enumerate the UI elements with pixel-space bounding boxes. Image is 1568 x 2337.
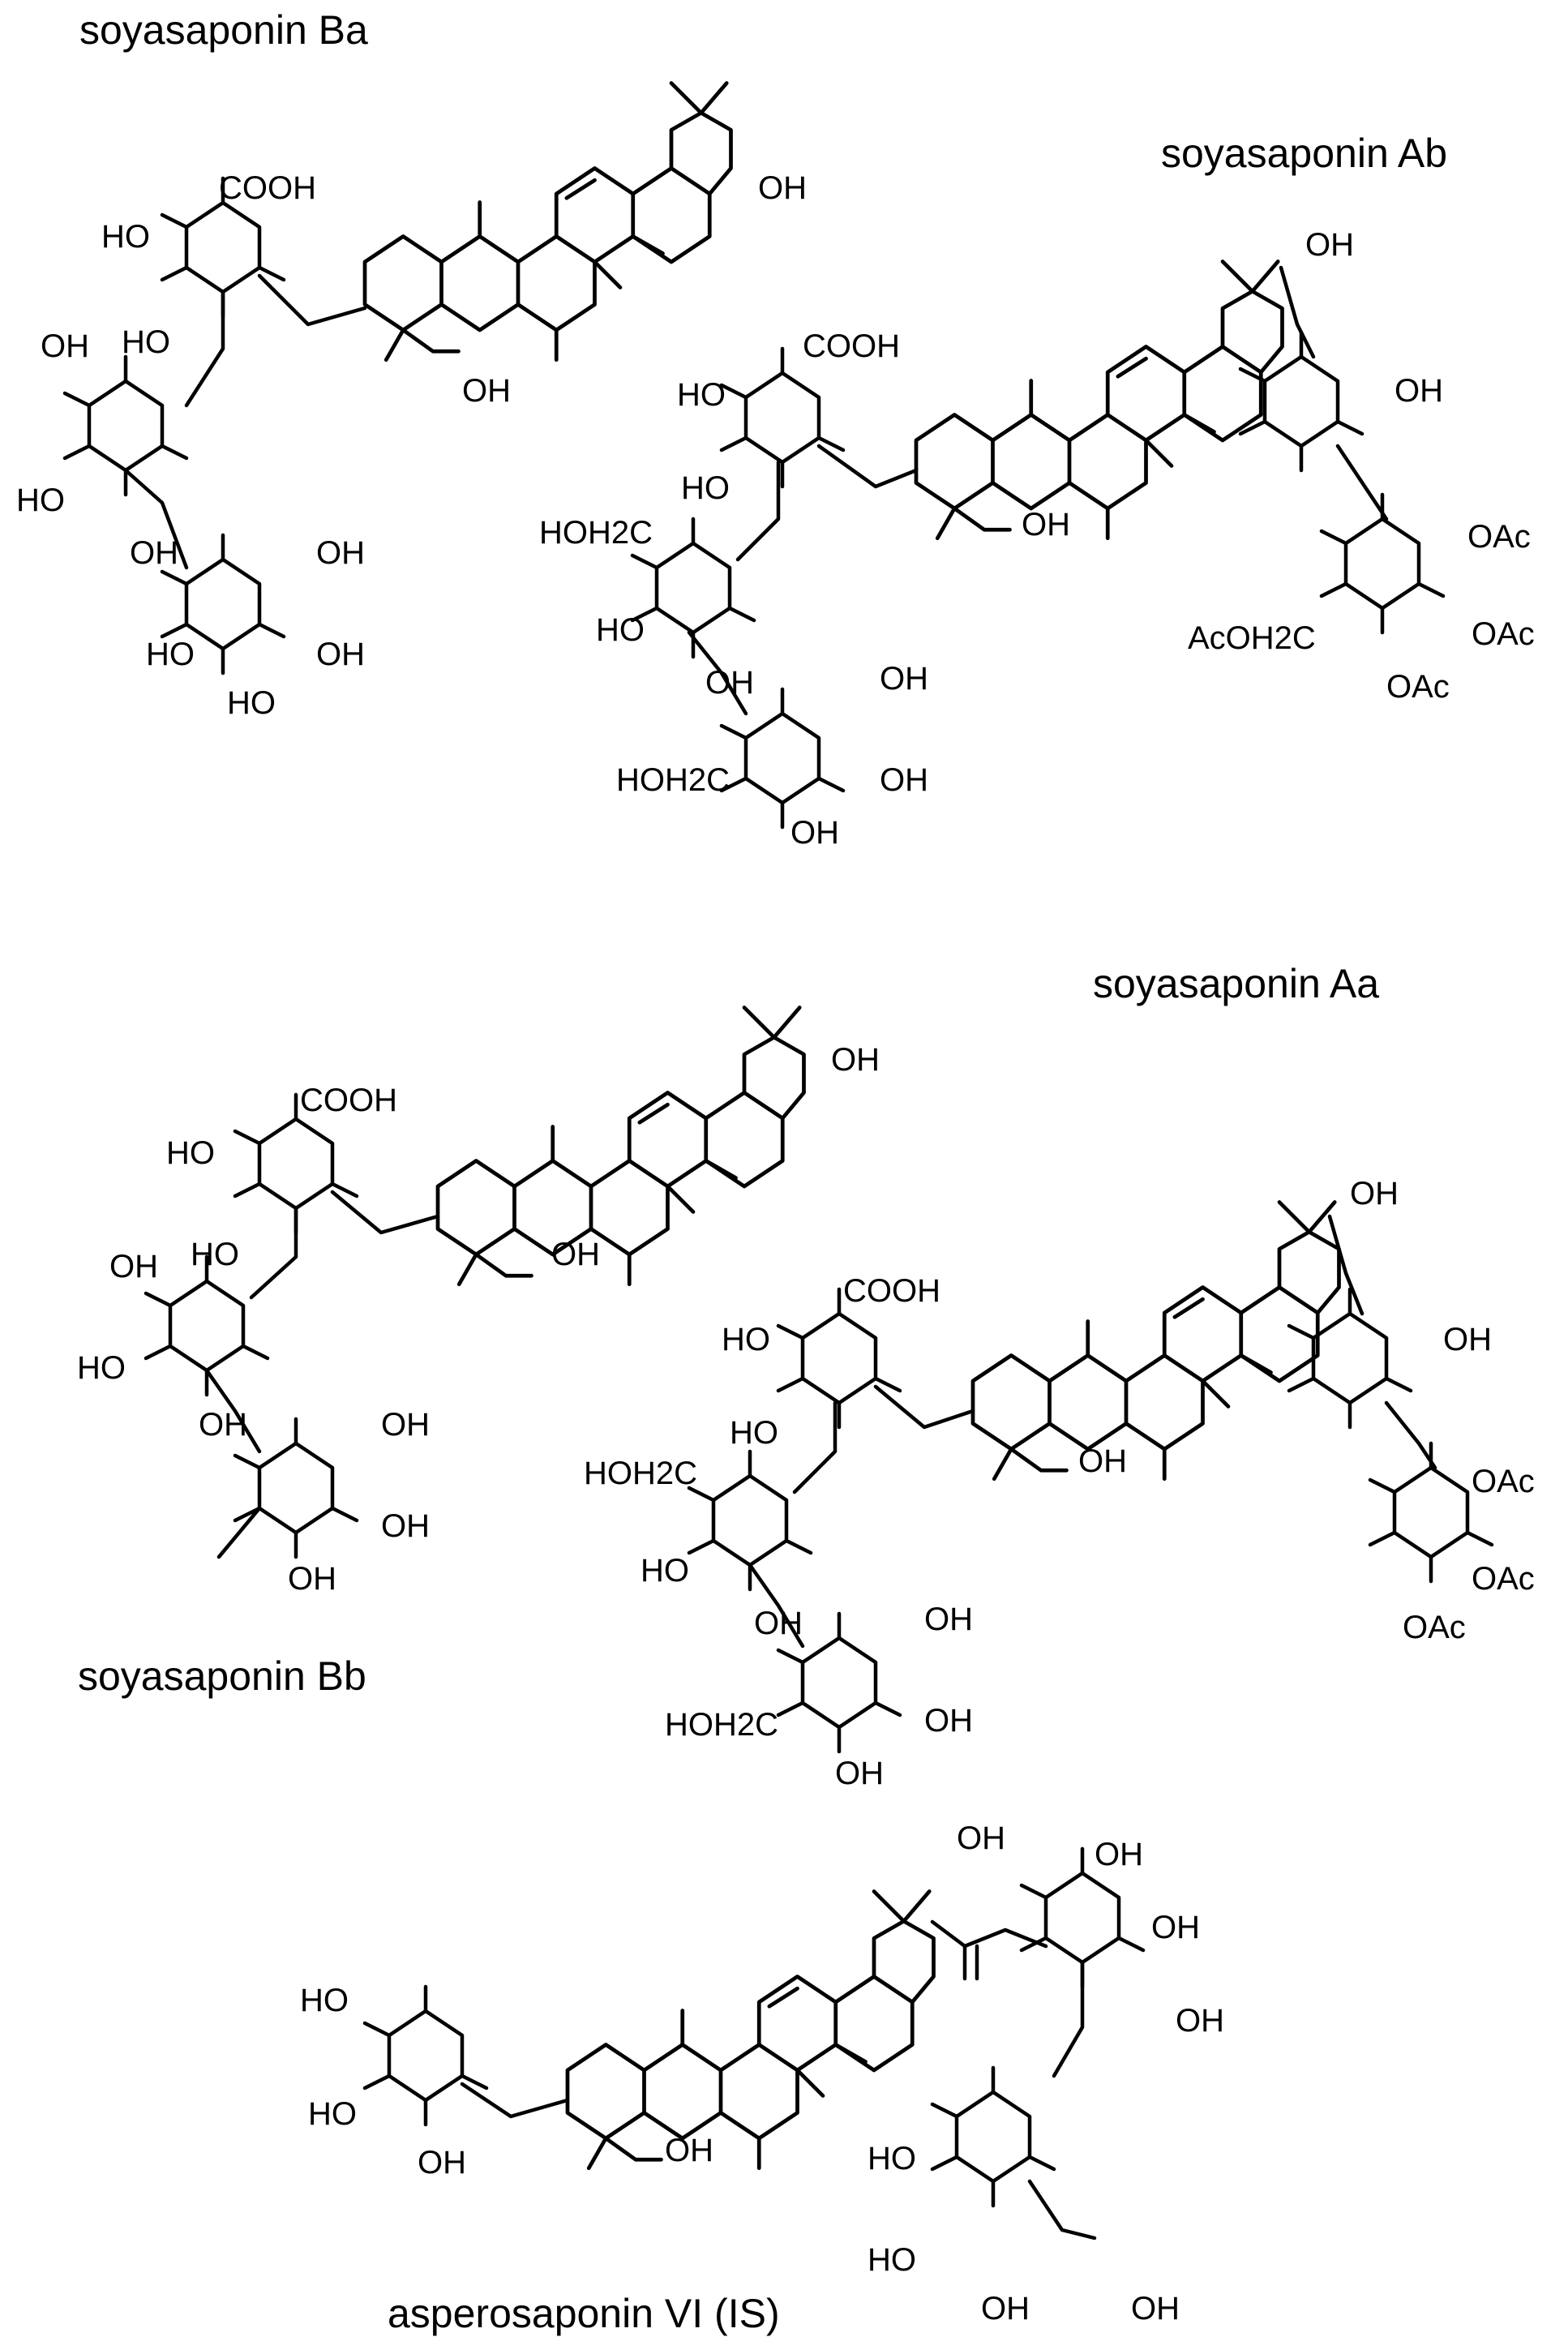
atom-label: HO [146, 637, 195, 672]
atom-label: OH [1350, 1176, 1399, 1211]
structure-soyasaponin-bb: COOH HO HO OH HO OH OH OH OH OH OH [77, 1008, 880, 1597]
atom-label: HO [300, 1983, 349, 2018]
atom-label: HO [77, 1350, 126, 1386]
atom-label: OH [665, 2133, 713, 2168]
atom-label: OAc [1472, 616, 1535, 652]
atom-label: OAc [1403, 1610, 1466, 1645]
atom-label: OH [880, 762, 928, 798]
atom-label: HO [191, 1237, 239, 1272]
atom-label: OH [957, 1820, 1005, 1856]
atom-label: OH [199, 1407, 247, 1443]
atom-label: HO [681, 470, 730, 506]
atom-label: OAc [1467, 519, 1531, 555]
atom-label: HO [166, 1135, 215, 1171]
atom-label: HO [122, 324, 170, 360]
atom-label: OH [1443, 1322, 1492, 1357]
atom-label: OH [1095, 1837, 1143, 1872]
compound-title-asperosaponin-vi: asperosaponin VI (IS) [388, 2291, 780, 2336]
atom-label: OH [381, 1407, 430, 1443]
atom-label: OH [1176, 2003, 1224, 2039]
atom-label: HO [101, 219, 150, 255]
structure-soyasaponin-aa: COOH HO HO HOH2C HO OH OH HOH2C OH OH OH… [584, 1176, 1535, 1791]
compound-title-soyasaponin-ab: soyasaponin Ab [1161, 131, 1448, 176]
atom-label: OH [754, 1606, 803, 1641]
atom-label: OAc [1386, 669, 1450, 705]
atom-label: OH [924, 1602, 973, 1637]
atom-label: OAc [1472, 1464, 1535, 1499]
atom-label: OH [924, 1703, 973, 1739]
atom-label: OH [316, 535, 365, 571]
atom-label: AcOH2C [1188, 620, 1316, 656]
atom-label: OAc [1472, 1561, 1535, 1597]
atom-label: OH [758, 170, 807, 206]
atom-label: OH [462, 373, 511, 409]
atom-label: OH [831, 1042, 880, 1078]
atom-label: OH [1078, 1443, 1127, 1479]
atom-label: HOH2C [665, 1707, 778, 1743]
atom-label: OH [418, 2145, 466, 2180]
atom-label: OH [790, 815, 839, 851]
atom-label: HO [730, 1415, 778, 1451]
structure-soyasaponin-ba: COOH HO HO OH HO OH OH HO HO OH OH OH [16, 84, 807, 721]
atom-label: HO [868, 2141, 916, 2176]
atom-label: COOH [219, 170, 316, 206]
atom-label: OH [109, 1249, 158, 1284]
compound-title-soyasaponin-aa: soyasaponin Aa [1093, 961, 1380, 1006]
structure-asperosaponin-vi: OH HO HO OH OH OH OH OH HO HO OH OH [300, 1820, 1224, 2326]
atom-label: OH [1394, 373, 1443, 409]
atom-label: HO [868, 2242, 916, 2278]
atom-label: COOH [803, 328, 900, 364]
atom-label: OH [1022, 507, 1070, 542]
atom-label: OH [130, 535, 178, 571]
atom-label: COOH [843, 1273, 940, 1309]
compound-title-soyasaponin-bb: soyasaponin Bb [78, 1653, 366, 1699]
atom-label: OH [1151, 1910, 1200, 1945]
atom-label: OH [981, 2291, 1030, 2326]
atom-label: HO [677, 377, 726, 413]
atom-label: HO [640, 1553, 689, 1589]
atom-label: OH [316, 637, 365, 672]
atom-label: OH [705, 665, 754, 701]
atom-label: OH [1131, 2291, 1180, 2326]
atom-label: HOH2C [584, 1456, 697, 1491]
atom-label: HOH2C [616, 762, 730, 798]
atom-label: HO [16, 482, 65, 518]
atom-label: OH [381, 1508, 430, 1544]
atom-label: OH [288, 1561, 336, 1597]
atom-label: OH [835, 1756, 884, 1791]
atom-label: HO [308, 2096, 357, 2132]
atom-label: OH [880, 661, 928, 697]
structure-soyasaponin-ab: COOH HO HO HOH2C HO OH OH HOH2C OH OH OH… [539, 227, 1535, 851]
compound-title-soyasaponin-ba: soyasaponin Ba [79, 7, 368, 53]
atom-label: HO [722, 1322, 770, 1357]
atom-label: HOH2C [539, 515, 653, 551]
atom-label: HO [596, 612, 645, 648]
atom-label: COOH [300, 1083, 397, 1118]
atom-label: HO [227, 685, 276, 721]
atom-label: OH [551, 1237, 600, 1272]
atom-label: OH [41, 328, 89, 364]
atom-label: OH [1305, 227, 1354, 263]
